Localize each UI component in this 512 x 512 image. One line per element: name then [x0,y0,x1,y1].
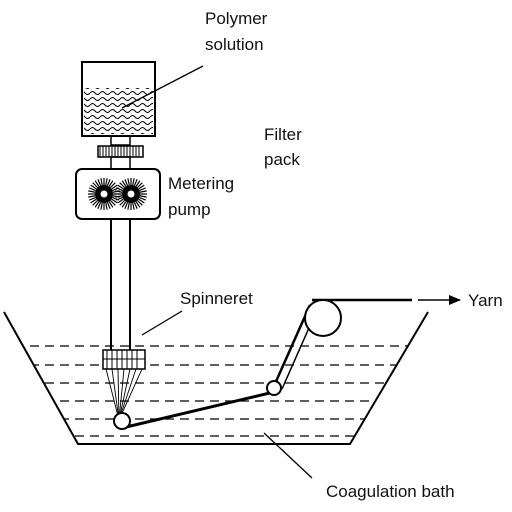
gear-tooth [111,184,118,190]
label-metering-line2: pump [168,200,211,219]
leader-lines [121,65,313,479]
gear-tooth [90,184,97,190]
label-polymer-line2: solution [205,35,264,54]
spinneret-leader [141,310,183,336]
gear-tooth [88,187,96,192]
gear-tooth [90,198,97,204]
polymer-leader [121,65,204,109]
gear-tooth [94,180,100,187]
gear-hub [127,190,135,198]
gear-tooth [92,199,99,206]
gear-tooth [132,202,135,210]
gear-tooth [100,178,103,186]
gear-tooth [121,201,127,208]
label-yarn: Yarn [468,291,503,310]
filament [105,368,120,421]
gear-tooth [135,180,141,187]
take-up-roller [304,299,342,337]
yarn-path [121,298,412,430]
filter-pack [97,145,144,158]
gear-tooth [88,190,96,193]
gear-tooth [119,182,126,189]
gear-tooth [139,196,147,201]
polymer-solution-tank [81,61,156,137]
gear-tooth [139,190,147,193]
gear-tooth [97,202,102,210]
pump-gear-right [115,178,147,210]
gear-tooth [100,202,103,210]
gear-tooth [135,201,141,208]
feed-tube [110,135,131,146]
gear-tooth [115,190,123,193]
label-filter-line1: Filter [264,125,302,144]
gear-tooth [97,178,102,186]
spinning-tube [110,219,131,350]
gear-tooth [109,199,116,206]
gear-tooth [115,195,123,198]
filament-cone [105,368,143,421]
gear-tooth [121,180,127,187]
gear-tooth [133,178,138,186]
gear-tooth [109,182,116,189]
gear-tooth [124,202,129,210]
gear-tooth [133,202,138,210]
gear-tooth [106,202,111,210]
label-metering-line1: Metering [168,174,234,193]
pump-gear-left [88,178,120,210]
gear-tooth [92,182,99,189]
gear-tooth [117,198,124,204]
gear-tooth [124,178,129,186]
gear-tooth [139,195,147,198]
gear-tooth [115,187,123,192]
filter-to-pump-tube [110,156,131,170]
bottom-guide-roller [113,412,131,430]
gear-tooth [136,199,143,206]
gear-tooth [105,178,108,186]
label-coagulation-bath: Coagulation bath [326,482,455,501]
middle-guide-roller [266,380,282,396]
gear-tooth [117,184,124,190]
filament [111,368,120,421]
filament [118,368,125,421]
filament [118,368,137,421]
gear-tooth [119,199,126,206]
gear-tooth [115,196,123,201]
gear-tooth [88,195,96,198]
filament [118,368,143,421]
gear-tooth [138,184,145,190]
gear-tooth [138,198,145,204]
gear-tooth [127,202,130,210]
gear-tooth [108,201,114,208]
gear-tooth [111,198,118,204]
gear-tooth [108,180,114,187]
spinneret [102,349,146,370]
label-filter-line2: pack [264,150,300,169]
filament [118,368,131,421]
gear-hub [100,190,108,198]
gear-tooth [88,196,96,201]
label-polymer-line1: Polymer [205,9,268,28]
gear-tooth [139,187,147,192]
filament [117,368,120,421]
gear-tooth [136,182,143,189]
gear-tooth [105,202,108,210]
metering-pump [75,168,161,220]
gear-tooth [94,201,100,208]
label-spinneret: Spinneret [180,289,253,308]
gear-tooth [132,178,135,186]
gear-tooth [106,178,111,186]
gear-tooth [127,178,130,186]
bath-leader [263,432,313,479]
coagulation-bath-container [3,311,429,445]
